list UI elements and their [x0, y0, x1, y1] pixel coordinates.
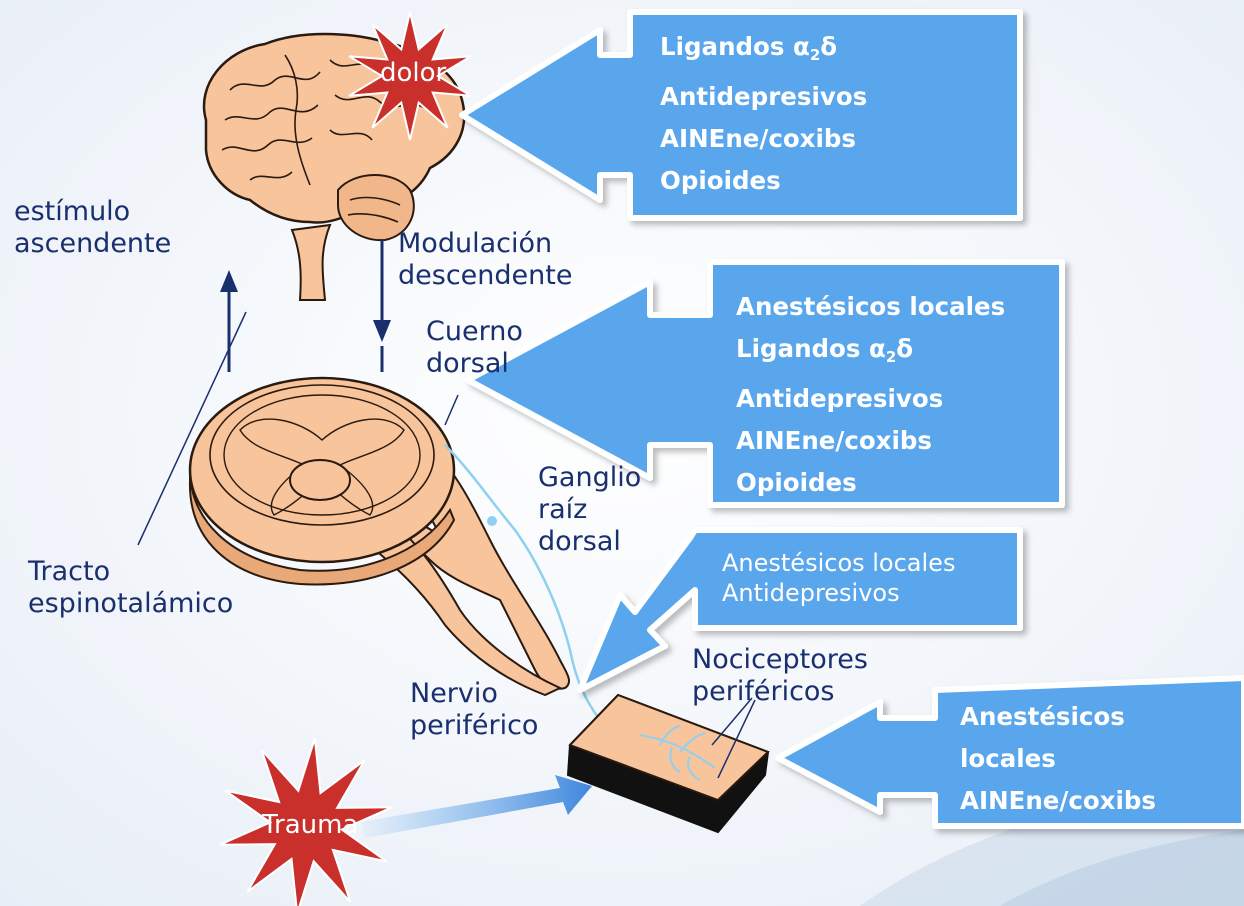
nociceptores-line-1: Nociceptores [692, 644, 868, 676]
ganglio-line-3: dorsal [538, 526, 641, 558]
nervio-label: Nervio periférico [410, 678, 538, 742]
spinal-drug-item: Antidepresivos [736, 378, 1005, 420]
modulacion-label: Modulación descendente [398, 228, 572, 292]
spinal-drug-list: Anestésicos locales Ligandos α2δ Antidep… [736, 286, 1005, 504]
spinal-drug-item: Opioides [736, 462, 1005, 504]
modulacion-line-2: descendente [398, 260, 572, 292]
spinal-drug-item: AINEne/coxibs [736, 420, 1005, 462]
peripheral-drug-item: Anestésicos [960, 696, 1156, 738]
cuerno-line-1: Cuerno [426, 316, 523, 348]
estimulo-line-2: ascendente [14, 228, 171, 260]
trauma-label: Trauma [262, 810, 358, 840]
cuerno-line-2: dorsal [426, 348, 523, 380]
nerve-drug-list: Anestésicos locales Antidepresivos [722, 548, 955, 608]
nerve-drug-item: Anestésicos locales [722, 548, 955, 578]
ganglio-label: Ganglio raíz dorsal [538, 462, 641, 558]
tracto-line-1: Tracto [28, 556, 233, 588]
tracto-line-2: espinotalámico [28, 588, 233, 620]
brain-drug-list: Ligandos α2δ Antidepresivos AINEne/coxib… [660, 26, 867, 202]
ganglio-line-2: raíz [538, 494, 641, 526]
brain-drug-item: Opioides [660, 160, 867, 202]
nociceptores-line-2: periféricos [692, 676, 868, 708]
nervio-line-2: periférico [410, 710, 538, 742]
brain-drug-alpha2delta: Ligandos α2δ [660, 26, 867, 76]
modulacion-line-1: Modulación [398, 228, 572, 260]
brain-drug-item: Antidepresivos [660, 76, 867, 118]
peripheral-drug-item: locales [960, 738, 1156, 780]
nerve-drug-item: Antidepresivos [722, 578, 955, 608]
peripheral-drug-list: Anestésicos locales AINEne/coxibs [960, 696, 1156, 822]
spinal-drug-item: Anestésicos locales [736, 286, 1005, 328]
estimulo-label: estímulo ascendente [14, 196, 171, 260]
dolor-label: dolor [380, 58, 446, 88]
central-canal [290, 460, 350, 500]
nociceptores-label: Nociceptores periféricos [692, 644, 868, 708]
peripheral-drug-item: AINEne/coxibs [960, 780, 1156, 822]
ganglio-line-1: Ganglio [538, 462, 641, 494]
spinal-drug-alpha2delta: Ligandos α2δ [736, 328, 1005, 378]
tracto-label: Tracto espinotalámico [28, 556, 233, 620]
estimulo-line-1: estímulo [14, 196, 171, 228]
nervio-line-1: Nervio [410, 678, 538, 710]
cuerno-label: Cuerno dorsal [426, 316, 523, 380]
ganglion-cell [487, 516, 497, 526]
brain-drug-item: AINEne/coxibs [660, 118, 867, 160]
